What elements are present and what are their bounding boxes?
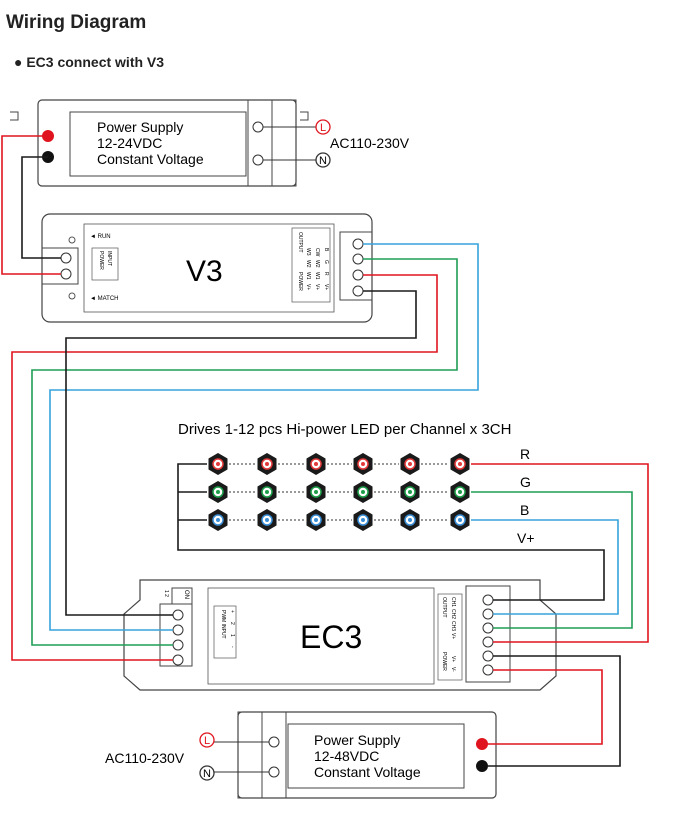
v3-power-title: POWER: [297, 272, 303, 291]
v3-pin-label: V+: [323, 284, 329, 290]
wire-v3-red: [11, 274, 438, 661]
ec3-pwm-pin-3: 1: [229, 634, 235, 637]
wire-bottom-psu-positive: [488, 669, 603, 745]
channel-label-b: B: [520, 502, 529, 518]
v3-output-title: OUTPUT: [297, 232, 303, 253]
ec3-power-pin-2: V-: [450, 667, 456, 672]
v3-run-label: ◄ RUN: [90, 234, 111, 240]
bottom-power-supply: Power Supply 12-48VDC Constant Voltage L…: [105, 711, 497, 799]
v3-output-terminals: [352, 238, 364, 297]
v3-power-input-2: INPUT: [106, 251, 112, 266]
led-red-6: [450, 453, 470, 475]
bottom-psu-l-label: L: [204, 735, 210, 747]
wires: [1, 135, 649, 767]
led-green-6: [450, 481, 470, 503]
led-green-3: [306, 481, 326, 503]
page-subtitle: ● EC3 connect with V3: [14, 54, 165, 70]
v3-controller: ◄ RUN ◄ MATCH POWER INPUT V3 OUTPUT POWE…: [41, 213, 373, 323]
led-grid: [208, 453, 470, 531]
ec3-output-label: OUTPUT: [441, 597, 447, 618]
led-green-2: [257, 481, 277, 503]
ec3-output-pin-1: CH1: [450, 597, 456, 607]
led-blue-6: [450, 509, 470, 531]
bottom-psu-line-2: 12-48VDC: [314, 748, 379, 764]
ec3-power-pin-1: V+: [450, 656, 456, 662]
channel-label-vplus: V+: [517, 530, 535, 546]
v3-pin-label: B: [323, 248, 329, 252]
ec3-pwm-label: PWM INPUT: [220, 610, 226, 639]
v3-power-input-1: POWER: [98, 251, 104, 270]
top-psu-line-2: 12-24VDC: [97, 135, 162, 151]
ec3-pwm-pin-4: -: [229, 646, 235, 648]
wire-led-common: [177, 463, 605, 601]
v3-pin-label: R: [323, 272, 329, 276]
bottom-psu-n-label: N: [203, 768, 211, 780]
v3-pin-label: W1: [305, 272, 311, 280]
ec3-output-pin-3: CH3: [450, 621, 456, 631]
top-psu-line-3: Constant Voltage: [97, 151, 204, 167]
wire-v3-blue: [49, 243, 479, 631]
channel-label-r: R: [520, 446, 530, 462]
led-red-2: [257, 453, 277, 475]
channel-label-g: G: [520, 474, 531, 490]
v3-pin-label: CW: [314, 248, 320, 257]
wire-top-psu-positive: [1, 135, 61, 275]
wire-led-blue: [471, 519, 619, 615]
ec3-power-label: POWER: [441, 652, 447, 671]
bottom-psu-ac-label: AC110-230V: [105, 750, 185, 766]
led-blue-5: [400, 509, 420, 531]
ec3-pwm-pin-1: +: [229, 610, 235, 613]
top-psu-ac-label: AC110-230V: [330, 135, 410, 151]
top-psu-positive-terminal: [42, 130, 54, 142]
wire-bottom-psu-negative: [488, 655, 621, 767]
led-blue-1: [208, 509, 228, 531]
led-blue-2: [257, 509, 277, 531]
bottom-psu-negative-terminal: [476, 760, 488, 772]
wire-v3-black: [65, 290, 417, 616]
ec3-on-label: ON: [183, 590, 189, 599]
ec3-dip-label: 1 2: [163, 590, 169, 597]
v3-pin-label: W2: [305, 260, 311, 268]
led-red-3: [306, 453, 326, 475]
led-green-1: [208, 481, 228, 503]
v3-pin-label: V+: [305, 284, 311, 290]
ec3-controller: ON 1 2 PWM INPUT + 2 1 - EC3 OUTPUT CH1 …: [123, 579, 557, 691]
led-red-4: [353, 453, 373, 475]
bottom-psu-positive-terminal: [476, 738, 488, 750]
page-title: Wiring Diagram: [6, 12, 147, 33]
wire-v3-green: [31, 258, 458, 646]
led-red-5: [400, 453, 420, 475]
wire-top-psu-negative: [21, 156, 61, 259]
ec3-output-pin-2: CH2: [450, 609, 456, 619]
v3-pin-label: W1: [314, 272, 320, 280]
led-caption: Drives 1-12 pcs Hi-power LED per Channel…: [178, 421, 511, 438]
top-psu-line-1: Power Supply: [97, 119, 183, 135]
v3-pin-label: W2: [314, 260, 320, 268]
led-blue-3: [306, 509, 326, 531]
top-psu-n-label: N: [319, 155, 327, 167]
wire-led-red: [471, 463, 649, 643]
top-psu-l-label: L: [320, 122, 326, 134]
top-power-supply: Power Supply 12-24VDC Constant Voltage L…: [10, 99, 410, 187]
led-green-5: [400, 481, 420, 503]
wire-led-green: [471, 491, 633, 629]
v3-pin-label: W3: [305, 248, 311, 256]
ec3-name: EC3: [300, 619, 362, 655]
v3-name: V3: [186, 255, 223, 288]
led-red-1: [208, 453, 228, 475]
v3-match-label: ◄ MATCH: [90, 296, 119, 302]
v3-pin-label: V+: [314, 284, 320, 290]
ec3-pwm-pin-2: 2: [229, 622, 235, 625]
led-blue-4: [353, 509, 373, 531]
bottom-psu-line-1: Power Supply: [314, 732, 400, 748]
ec3-output-terminals: [482, 594, 494, 676]
v3-pin-label: G: [323, 260, 329, 264]
bottom-psu-line-3: Constant Voltage: [314, 764, 421, 780]
led-green-4: [353, 481, 373, 503]
ec3-output-pin-4: V+: [450, 633, 456, 639]
